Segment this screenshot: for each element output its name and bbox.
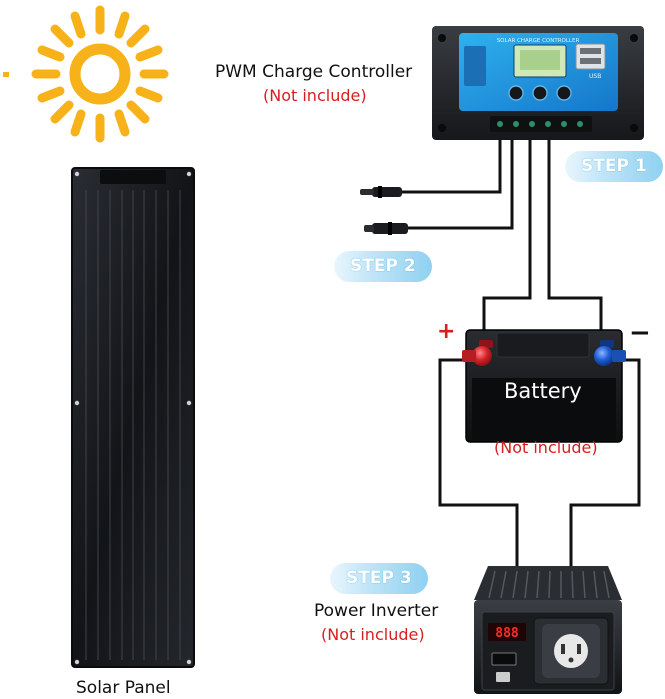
sun-icon	[3, 5, 169, 143]
controller-note: (Not include)	[263, 86, 367, 105]
step-2-badge: STEP 2	[334, 251, 432, 282]
step-3-badge: STEP 3	[330, 563, 428, 594]
inverter-display-text: 888	[495, 626, 519, 641]
step-3-text: STEP 3	[346, 568, 412, 588]
inverter-label: Power Inverter	[314, 601, 439, 621]
positive-terminal-icon	[472, 346, 492, 366]
solar-panel	[71, 167, 195, 668]
battery	[462, 329, 626, 443]
power-inverter: 888	[474, 566, 622, 694]
step-1-badge: STEP 1	[565, 151, 663, 182]
mc4-connector-top	[360, 186, 402, 198]
mc4-connector-bottom	[364, 222, 408, 235]
battery-note: (Not include)	[494, 438, 598, 457]
battery-minus-sign: −	[629, 318, 651, 348]
controller-label: PWM Charge Controller	[215, 62, 413, 82]
charge-controller: SOLAR CHARGE CONTROLLER USB	[432, 26, 644, 140]
solar-panel-label: Solar Panel	[76, 678, 171, 698]
battery-label: Battery	[504, 379, 582, 403]
negative-terminal-icon	[594, 346, 614, 366]
inverter-note: (Not include)	[321, 625, 425, 644]
battery-plus-sign: +	[437, 319, 456, 344]
controller-buttons	[508, 85, 572, 101]
step-2-text: STEP 2	[350, 256, 416, 276]
controller-usb-text: USB	[589, 73, 601, 80]
step-1-text: STEP 1	[581, 156, 647, 176]
controller-device-text: SOLAR CHARGE CONTROLLER	[497, 38, 580, 44]
wiring	[400, 140, 641, 572]
